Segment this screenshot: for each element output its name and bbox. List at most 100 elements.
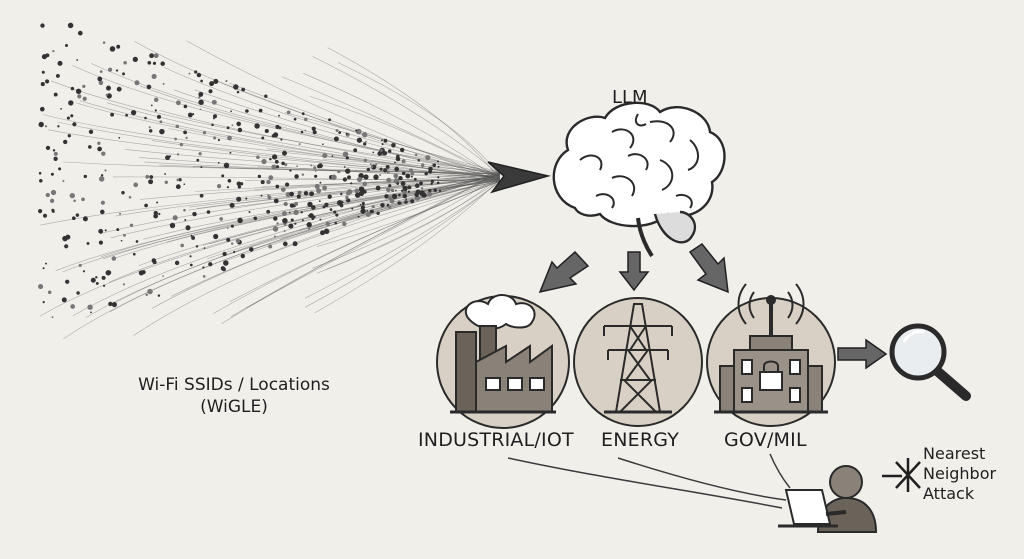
data-point: [260, 180, 265, 185]
data-point: [39, 106, 45, 112]
data-point: [192, 113, 195, 116]
data-point: [147, 60, 152, 65]
data-point: [101, 275, 106, 280]
data-point: [95, 276, 98, 279]
data-point: [133, 182, 139, 188]
data-point: [261, 158, 267, 165]
data-point: [370, 165, 374, 169]
data-point: [398, 175, 403, 181]
data-streak: [134, 40, 501, 173]
data-point: [38, 284, 44, 290]
data-point: [357, 205, 360, 207]
data-point: [189, 263, 193, 267]
data-point: [235, 238, 241, 244]
data-point: [98, 80, 104, 86]
data-point: [41, 70, 45, 74]
data-point: [81, 197, 85, 202]
data-point: [405, 173, 411, 179]
data-point: [174, 260, 180, 266]
data-streak: [226, 175, 501, 261]
data-point: [236, 90, 240, 94]
data-point: [381, 143, 384, 146]
data-point: [281, 211, 287, 217]
data-point: [57, 125, 60, 128]
data-point: [183, 130, 188, 135]
data-point: [198, 152, 202, 156]
data-point: [280, 138, 283, 141]
data-point: [145, 293, 148, 297]
government-building-icon: [706, 283, 836, 427]
data-point: [44, 125, 48, 128]
data-point: [185, 225, 191, 231]
data-point: [153, 97, 159, 103]
data-point: [226, 227, 229, 229]
data-point: [319, 181, 322, 184]
data-point: [388, 184, 392, 188]
data-point: [211, 123, 214, 127]
data-point: [76, 291, 80, 295]
data-point: [217, 161, 220, 164]
data-point: [198, 99, 204, 106]
data-point: [306, 222, 312, 228]
data-point: [273, 216, 278, 221]
data-point: [324, 202, 329, 207]
data-point: [266, 179, 271, 185]
data-point: [345, 156, 349, 160]
data-point: [222, 251, 227, 257]
data-point: [249, 247, 254, 252]
data-point: [40, 82, 45, 87]
data-point: [328, 118, 332, 122]
data-point: [268, 175, 274, 181]
data-point: [342, 151, 349, 157]
data-point: [90, 311, 92, 314]
data-point: [256, 155, 260, 159]
data-point: [286, 110, 291, 115]
data-point: [240, 253, 246, 259]
data-point: [152, 61, 157, 65]
data-point: [200, 166, 203, 169]
data-point: [233, 250, 236, 254]
data-point: [335, 213, 339, 217]
data-point: [53, 156, 58, 161]
data-streak: [252, 172, 501, 250]
data-point: [125, 113, 128, 117]
data-point: [301, 219, 304, 222]
data-point: [400, 189, 403, 192]
data-point: [289, 169, 292, 172]
data-point: [60, 108, 62, 110]
data-point: [82, 216, 88, 222]
data-point: [134, 80, 140, 86]
data-point: [100, 174, 104, 177]
llm-label: LLM: [612, 87, 648, 108]
data-point: [372, 151, 375, 154]
data-point: [312, 130, 317, 135]
data-point: [384, 194, 389, 199]
data-streak: [133, 181, 501, 336]
data-point: [398, 193, 401, 197]
data-point: [266, 209, 271, 214]
data-point: [229, 202, 235, 208]
data-point: [185, 136, 188, 140]
data-point: [360, 205, 366, 210]
data-point: [273, 198, 279, 204]
data-point: [175, 184, 181, 190]
data-point: [428, 188, 432, 193]
data-point: [308, 213, 314, 219]
attack-label-line-1: Nearest: [923, 444, 986, 463]
data-point: [288, 211, 291, 214]
data-point: [313, 166, 317, 170]
data-point: [312, 215, 316, 219]
data-streak: [312, 174, 501, 269]
data-point: [282, 241, 288, 247]
data-point: [108, 301, 113, 307]
data-point: [64, 244, 69, 249]
data-point: [283, 201, 288, 207]
data-streak: [50, 80, 501, 174]
data-point: [292, 241, 298, 247]
data-point: [66, 116, 70, 120]
data-point: [400, 147, 405, 153]
attack-label-line-2: Neighbor: [923, 464, 997, 483]
data-point: [62, 235, 68, 242]
data-point: [361, 201, 365, 206]
data-point: [342, 177, 348, 182]
